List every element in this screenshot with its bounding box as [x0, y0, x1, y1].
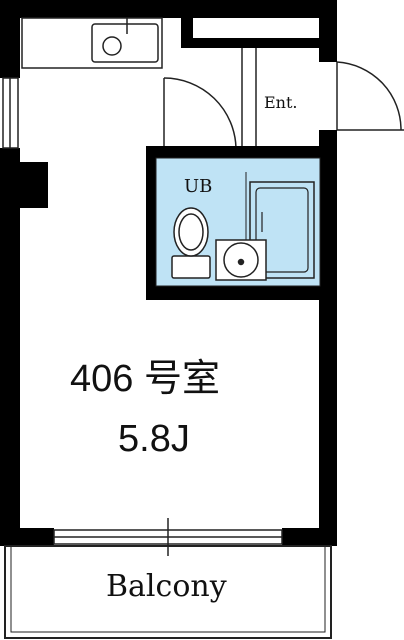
bath-door: [163, 77, 237, 149]
entrance-partition: [241, 48, 257, 150]
side-window: [0, 77, 20, 149]
balcony: [4, 545, 332, 639]
balcony-window: [53, 518, 283, 556]
sink-basin: [91, 23, 159, 63]
room-name-label: 406 号室: [70, 358, 220, 400]
wall-pillar: [20, 162, 48, 208]
room-size-label: 5.8J: [118, 418, 190, 460]
entrance-door: [336, 61, 404, 131]
entrance-label: Ent.: [264, 93, 298, 112]
kitchen-counter: [21, 17, 163, 69]
sink-drain: [102, 36, 122, 56]
wash-basin: [215, 239, 267, 281]
unit-bath-label: UB: [184, 176, 213, 197]
storage-closet: [181, 18, 319, 48]
toilet: [171, 207, 211, 279]
balcony-label: Balcony: [106, 569, 227, 604]
unit-bath: [146, 146, 332, 300]
